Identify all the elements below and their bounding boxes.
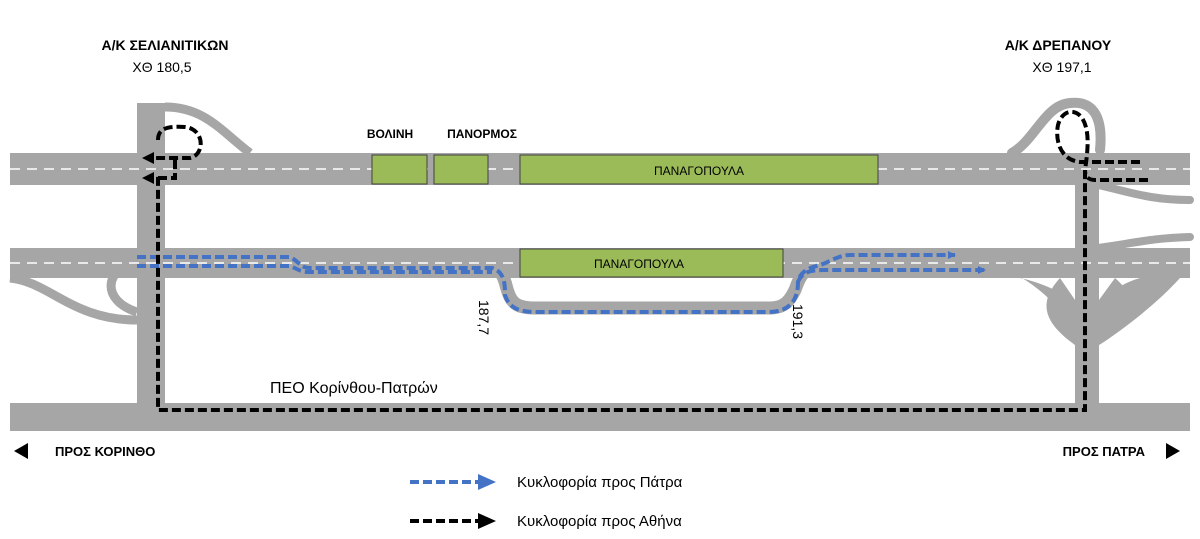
- legend-athina-arrow: [478, 513, 496, 529]
- left-direction-arrow: [14, 443, 28, 459]
- tunnel-panagopoula-lower-label: ΠΑΝΑΓΟΠΟΥΛΑ: [594, 257, 684, 271]
- tunnel-panagopoula-lower: [519, 248, 784, 278]
- route-to-patra: [137, 251, 986, 314]
- athina-arrowheads: [142, 152, 154, 184]
- old-national-road: [10, 403, 1190, 431]
- chainage-start: 187,7: [476, 300, 492, 335]
- legend: Κυκλοφορία προς Πάτρα Κυκλοφορία προς Αθ…: [410, 474, 683, 530]
- legend-athina-label: Κυκλοφορία προς Αθήνα: [517, 513, 682, 530]
- direction-right-label: ΠΡΟΣ ΠΑΤΡΑ: [1063, 444, 1146, 459]
- right-interchange-km: ΧΘ 197,1: [1032, 59, 1091, 75]
- tunnel-panormos-label: ΠΑΝΟΡΜΟΣ: [447, 127, 517, 141]
- tunnels: [371, 154, 879, 278]
- chainage-end: 191,3: [790, 304, 806, 339]
- tunnel-volini-label: ΒΟΛΙΝΗ: [367, 127, 413, 141]
- old-road-label: ΠΕΟ Κορίνθου-Πατρών: [270, 380, 438, 397]
- right-fork-ramps: [995, 278, 1180, 345]
- left-interchange-ramps: [9, 102, 253, 325]
- right-interchange-ramps: [1007, 97, 1194, 252]
- tunnel-panagopoula-upper: [519, 154, 879, 185]
- tunnel-volini: [371, 154, 428, 185]
- tunnel-panagopoula-upper-label: ΠΑΝΑΓΟΠΟΥΛΑ: [654, 164, 744, 178]
- left-interchange-km: ΧΘ 180,5: [132, 59, 191, 75]
- legend-patra-label: Κυκλοφορία προς Πάτρα: [517, 474, 683, 491]
- tunnel-panormos: [433, 154, 489, 185]
- left-interchange-name: Α/Κ ΣΕΛΙΑΝΙΤΙΚΩΝ: [102, 37, 229, 53]
- direction-left-label: ΠΡΟΣ ΚΟΡΙΝΘΟ: [55, 444, 155, 459]
- route-to-athina: [148, 109, 1148, 412]
- right-interchange-name: Α/Κ ΔΡΕΠΑΝΟΥ: [1005, 37, 1112, 53]
- legend-patra-arrow: [478, 474, 496, 490]
- right-direction-arrow: [1166, 443, 1180, 459]
- lane-markings: [10, 168, 1190, 264]
